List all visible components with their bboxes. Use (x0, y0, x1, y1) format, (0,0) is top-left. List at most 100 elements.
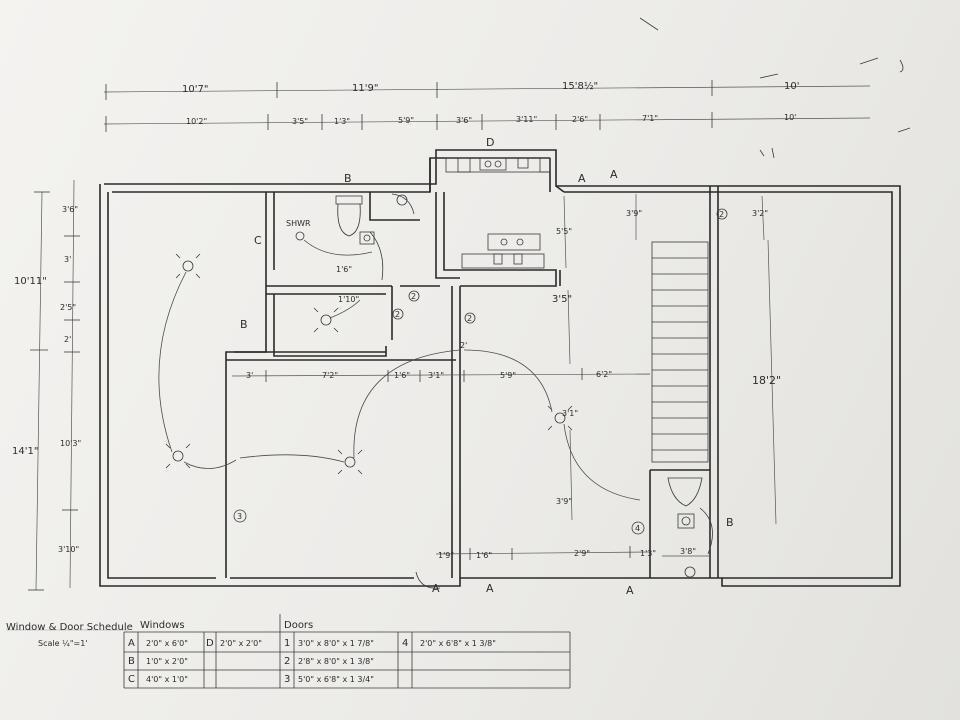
window-label-a-bottom-3: A (626, 584, 634, 597)
exterior-walls (99, 149, 901, 587)
door-row-4-size: 2'0" x 6'8" x 1 3/8" (420, 639, 496, 648)
dim-upper-right: 3'9" (626, 209, 642, 218)
dim-top2-8: 10' (784, 113, 796, 122)
dim-mid-3: 3'1" (428, 371, 444, 380)
schedule-table: Window & Door Schedule Scale ¼"=1' Windo… (6, 614, 571, 689)
toilet-bottom-icon (667, 477, 703, 578)
dim-mid-4: 5'9" (500, 371, 516, 380)
top-dimension-row-1: 10'7" 11'9" 15'8½" 10' (103, 80, 871, 100)
kitchen-counter-icon (445, 157, 551, 173)
door-row-3-key: 3 (284, 674, 290, 685)
light-icon (337, 449, 363, 475)
dim-top1-2: 15'8½" (562, 80, 598, 92)
dim-top1-0: 10'7" (182, 84, 208, 95)
dim-top2-5: 3'11" (516, 115, 537, 124)
window-label-a-bottom-1: A (432, 582, 440, 595)
door-tag-2-a: 2 (411, 292, 416, 301)
light-icon (165, 443, 191, 469)
window-row-a-key: A (128, 638, 135, 649)
light-icon (396, 194, 408, 206)
dim-kitchen-depth: 5'5" (556, 227, 572, 236)
dim-far-right-long: 18'2" (752, 374, 781, 387)
schedule-windows-header: Windows (140, 620, 185, 631)
interior-dimension-lines: 3' 7'2" 1'6" 3'1" 5'9" 6'2" 1'9" 1'6" 2'… (231, 194, 781, 560)
window-row-c-key: C (128, 674, 135, 685)
door-row-2-key: 2 (284, 656, 290, 667)
light-icon (547, 405, 573, 431)
staircase (651, 241, 709, 463)
door-tag-3: 3 (237, 512, 242, 521)
dim-left-3: 2' (64, 335, 71, 344)
schedule-title: Window & Door Schedule (6, 622, 133, 633)
door-tag-2-c: 2 (467, 314, 472, 323)
dim-top2-0: 10'2" (186, 117, 207, 126)
schedule-scale: Scale ¼"=1' (38, 639, 88, 648)
stray-marks (639, 17, 911, 159)
dim-top2-3: 5'9" (398, 116, 414, 125)
dim-left-overall-1: 14'1" (12, 446, 38, 457)
dim-closet-left: 2' (460, 341, 467, 350)
window-label-a-top-1: A (578, 172, 586, 185)
window-row-c-size: 4'0" x 1'0" (146, 675, 188, 684)
window-row-a-size: 2'0" x 6'0" (146, 639, 188, 648)
door-tag-2-b: 2 (395, 310, 400, 319)
dim-mid-5: 6'2" (596, 370, 612, 379)
left-dimension-lines: 10'11" 14'1" 3'6" 3' 2'5" 2' 10'3" 3'10" (12, 179, 81, 591)
dim-left-2: 2'5" (60, 303, 76, 312)
door-row-4-key: 4 (402, 638, 408, 649)
window-label-a-bottom-2: A (486, 582, 494, 595)
dim-left-overall-0: 10'11" (14, 276, 47, 287)
window-row-d-key: D (206, 638, 214, 649)
dim-top2-7: 7'1" (642, 114, 658, 123)
interior-walls (225, 186, 719, 578)
door-row-1-key: 1 (284, 638, 290, 649)
dim-top2-2: 1'3" (334, 117, 350, 126)
dim-left-1: 3' (64, 255, 71, 264)
window-label-b-top: B (344, 172, 352, 185)
dim-top2-1: 3'5" (292, 117, 308, 126)
window-row-b-size: 1'0" x 2'0" (146, 657, 188, 666)
dim-left-4: 10'3" (60, 439, 81, 448)
shower-label: SHWR (286, 219, 311, 228)
window-row-d-size: 2'0" x 2'0" (220, 639, 262, 648)
opening-labels: B D A A C B B A A A (240, 136, 734, 597)
dim-bottom-2: 2'9" (574, 549, 590, 558)
schedule-doors-header: Doors (284, 620, 313, 631)
window-label-b-left: B (240, 318, 248, 331)
window-label-d-top: D (486, 136, 494, 149)
dim-mid-0: 3' (246, 371, 253, 380)
dim-bottom-1: 1'6" (476, 551, 492, 560)
toilet-top-icon (335, 195, 363, 237)
dim-far-right-top: 3'2" (752, 209, 768, 218)
door-tag-2-d: 2 (719, 210, 724, 219)
sink-top-icon (359, 231, 375, 245)
dim-lower-hall: 3'9" (556, 497, 572, 506)
window-label-b-right: B (726, 516, 734, 529)
wiring-runs (158, 239, 641, 501)
window-row-b-key: B (128, 656, 135, 667)
dim-mid-2: 1'6" (394, 371, 410, 380)
light-icon (313, 307, 339, 333)
door-row-2-size: 2'8" x 8'0" x 1 3/8" (298, 657, 374, 666)
window-label-a-top-2: A (610, 168, 618, 181)
dim-bottom-3: 1'3" (640, 549, 656, 558)
dim-bottom-4: 3'8" (680, 547, 696, 556)
dim-top1-3: 10' (784, 81, 799, 92)
dim-left-0: 3'6" (62, 205, 78, 214)
light-icon (175, 253, 201, 279)
door-tags: 2 2 2 2 3 4 (233, 208, 728, 535)
dim-bottom-0: 1'9" (438, 551, 454, 560)
dim-bath-width: 1'6" (336, 265, 352, 274)
door-swings (369, 193, 713, 589)
dim-left-5: 3'10" (58, 545, 79, 554)
dim-mid-1: 7'2" (322, 371, 338, 380)
dim-ceiling-fixture: 3'1" (562, 409, 578, 418)
light-fixtures (165, 194, 573, 475)
dim-top1-1: 11'9" (352, 83, 378, 94)
dim-hall: 3'5" (552, 294, 572, 305)
dim-top2-4: 3'6" (456, 116, 472, 125)
dim-top2-6: 2'6" (572, 115, 588, 124)
door-row-1-size: 3'0" x 8'0" x 1 7/8" (298, 639, 374, 648)
